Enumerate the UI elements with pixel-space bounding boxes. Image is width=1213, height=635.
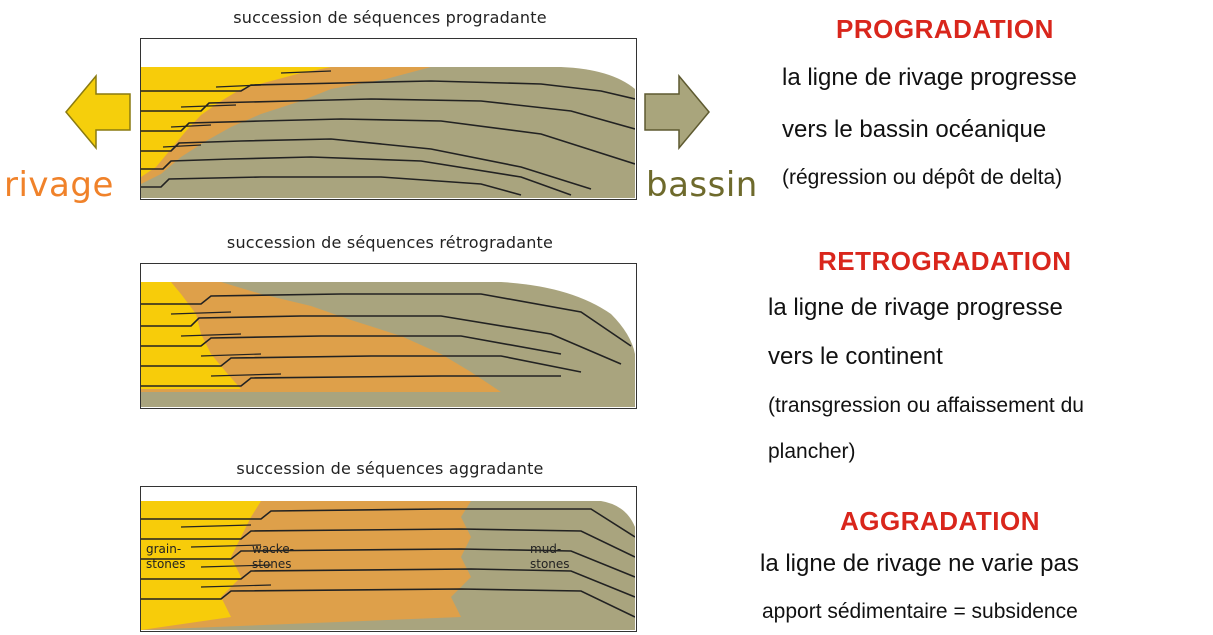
caption-progradation: succession de séquences progradante: [233, 8, 547, 27]
diagram-progradation: [140, 38, 637, 200]
rock-label-grainstones-line2: stones: [146, 557, 186, 571]
heading-progradation: PROGRADATION: [836, 14, 1054, 44]
arrow-right-icon: [644, 74, 710, 150]
rock-label-wackestones: wacke- stones: [252, 542, 294, 572]
heading-retrogradation: RETROGRADATION: [818, 246, 1072, 276]
aggradation-line-1: la ligne de rivage ne varie pas: [760, 550, 1079, 577]
rock-label-grainstones-line1: grain-: [146, 542, 182, 556]
label-bassin: bassin: [646, 165, 758, 205]
rock-label-mudstones-line2: stones: [530, 557, 570, 571]
rock-label-mudstones-line1: mud-: [530, 542, 562, 556]
label-rivage: rivage: [4, 165, 114, 205]
rock-label-mudstones: mud- stones: [530, 542, 570, 572]
retrogradation-line-2: vers le continent: [768, 343, 943, 370]
progradation-line-3: (régression ou dépôt de delta): [782, 166, 1063, 189]
retrogradation-line-3: (transgression ou affaissement du: [768, 394, 1084, 417]
progradation-line-1: la ligne de rivage progresse: [782, 64, 1077, 91]
retrogradation-line-4: plancher): [768, 440, 856, 463]
caption-aggradation: succession de séquences aggradante: [236, 459, 544, 478]
diagram-retrogradation: [140, 263, 637, 409]
progradation-line-2: vers le bassin océanique: [782, 116, 1047, 143]
caption-retrogradation: succession de séquences rétrogradante: [226, 233, 554, 252]
heading-aggradation: AGGRADATION: [840, 506, 1041, 536]
rock-label-wackestones-line2: stones: [252, 557, 292, 571]
arrow-left-icon: [65, 74, 131, 150]
rock-label-grainstones: grain- stones: [146, 542, 186, 572]
retrogradation-line-1: la ligne de rivage progresse: [768, 294, 1063, 321]
rock-label-wackestones-line1: wacke-: [252, 542, 294, 556]
diagram-aggradation: [140, 486, 637, 632]
aggradation-line-2: apport sédimentaire = subsidence: [762, 600, 1078, 623]
